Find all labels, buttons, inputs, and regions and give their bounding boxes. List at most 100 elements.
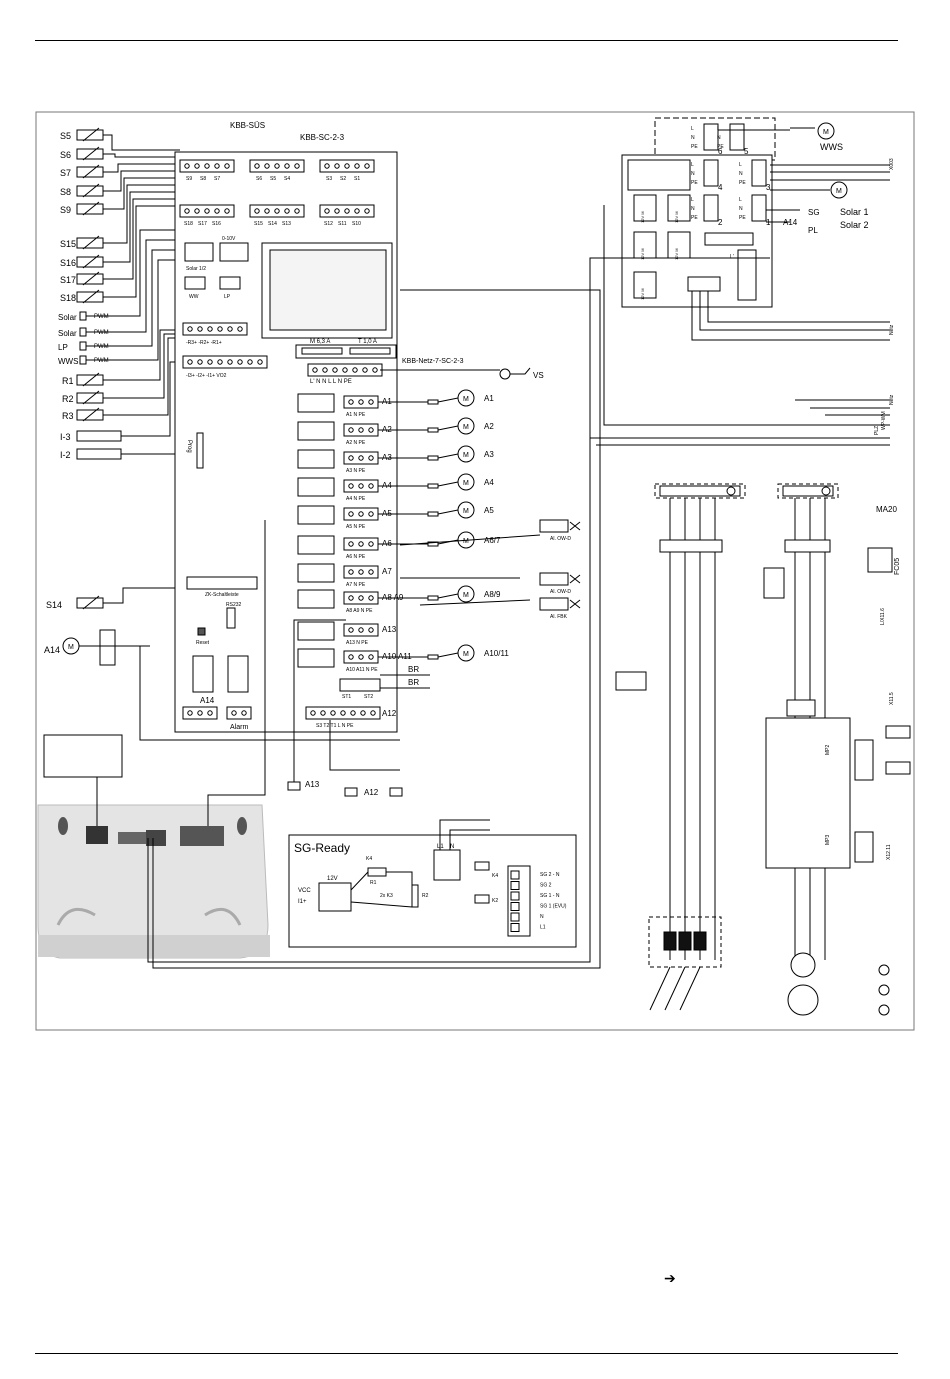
terminal-screw xyxy=(254,163,260,169)
sensor-slash xyxy=(82,289,100,304)
mid-terminal-label: S15 xyxy=(254,221,263,227)
ma20-label: MA20 xyxy=(876,505,897,514)
terminal-number: 2 xyxy=(718,218,723,227)
sensor-label: S5 xyxy=(60,131,71,141)
solar-motor-icon xyxy=(830,181,848,199)
pl-label: PL xyxy=(808,226,818,235)
actuator-wire xyxy=(378,652,459,658)
sensor-slash xyxy=(82,146,100,161)
sensor-label: S17 xyxy=(60,275,76,285)
top-terminal-label: S4 xyxy=(284,176,290,182)
st-pin-label: ST2 xyxy=(364,694,373,700)
terminal-screw xyxy=(368,399,374,405)
ww-label: WW xyxy=(189,294,199,300)
terminal-number: 5 xyxy=(744,147,749,156)
terminal-screw xyxy=(184,208,190,214)
actuator-wire xyxy=(378,425,459,431)
sensor-label: S16 xyxy=(60,258,76,268)
input-switch-icon xyxy=(76,448,122,460)
connector-icon xyxy=(427,399,439,405)
lnpe-pin-label: L xyxy=(691,126,694,132)
sensor-label: S18 xyxy=(60,293,76,303)
motor-letter: M xyxy=(823,129,829,136)
a12-wire xyxy=(329,720,400,771)
valve-label: Al. OW-D xyxy=(550,536,571,542)
fuse-block xyxy=(693,931,707,951)
lamp-icon xyxy=(499,368,511,380)
terminal-screw xyxy=(348,483,354,489)
relay-slot xyxy=(297,621,335,641)
sensor-wire xyxy=(103,184,180,244)
a14-wire xyxy=(79,629,400,741)
connector-icon xyxy=(427,654,439,660)
v010-label: 0-10V xyxy=(222,236,236,242)
rj45-port-icon xyxy=(86,826,108,844)
sg-k4b-label: K4 xyxy=(492,873,498,879)
terminal-screw xyxy=(197,359,203,365)
fuse-block xyxy=(663,931,677,951)
pwm-connector-icon xyxy=(79,355,87,365)
contactor-b xyxy=(784,539,831,553)
lnpe-terminal xyxy=(751,194,767,222)
pwm-label: WWS xyxy=(58,357,78,366)
actuator-block-label: A13 xyxy=(382,625,397,634)
terminal-screw xyxy=(187,326,193,332)
sg-i1-label: I1+ xyxy=(298,899,307,905)
sensor-wire xyxy=(103,153,180,158)
terminal-number: 6 xyxy=(718,147,723,156)
terminal-screw xyxy=(194,208,200,214)
valve-label: Al. OW-D xyxy=(550,589,571,595)
actuator-pins-label: A5 N PE xyxy=(346,524,366,530)
terminal-screw xyxy=(214,163,220,169)
terminal-screw xyxy=(342,367,348,373)
housing-curve-right xyxy=(204,907,242,926)
actuator-device-label: A6/7 xyxy=(484,536,501,545)
terminal-screw xyxy=(264,208,270,214)
fuse-label: M 6,3 A xyxy=(310,339,330,345)
lnpe-pin-label: L xyxy=(717,126,720,132)
r-pins-label: -R3+ -R2+ -R1+ xyxy=(186,340,222,346)
a14-left-label: A14 xyxy=(44,645,60,655)
earth-symbol-icon xyxy=(878,984,890,996)
terminal-screw xyxy=(368,654,374,660)
netz-pins-label: L' N N L L N PE xyxy=(310,379,352,385)
reset-button xyxy=(197,627,206,636)
top-terminal-label: S6 xyxy=(256,176,262,182)
actuator-pins-label: A6 N PE xyxy=(346,554,366,560)
lnpe-pin-label: N xyxy=(739,206,743,212)
sensor-wire xyxy=(103,170,180,192)
right-netz-wire xyxy=(691,291,890,341)
ww-terminal xyxy=(184,276,206,290)
kbb-netz-label: KBB-Netz-7-SC-2-3 xyxy=(402,358,464,365)
rotated-label: Netz xyxy=(889,394,895,405)
lnpe-terminal xyxy=(703,194,719,222)
lnpe-pin-label: N xyxy=(717,135,721,141)
kbb-sus-label: KBB-SÜS xyxy=(230,121,265,130)
left-phase-wire xyxy=(669,498,716,960)
sg-12v-label: 12V xyxy=(327,876,338,882)
terminal-screw xyxy=(322,367,328,373)
terminal-screw xyxy=(348,455,354,461)
sg-vcc-label: VCC xyxy=(298,888,311,894)
terminal-screw xyxy=(350,710,356,716)
terminal-screw xyxy=(254,208,260,214)
a14-board-label: A14 xyxy=(200,696,215,705)
v12m-label: 12V M xyxy=(640,211,645,223)
terminal-screw xyxy=(362,367,368,373)
lprime-terminal xyxy=(737,249,757,301)
relay-slot xyxy=(297,393,335,413)
sg-12v-block xyxy=(318,882,352,912)
right-bus-dashed xyxy=(777,483,839,499)
header-rule xyxy=(35,40,898,41)
actuator-device-label: A5 xyxy=(484,506,494,515)
i-pins-label: -I3+ -I2+ -I1+ VO2 xyxy=(186,373,227,379)
terminal-screw xyxy=(368,455,374,461)
terminal-screw xyxy=(358,511,364,517)
actuator-wire xyxy=(378,509,459,515)
connector-b xyxy=(146,830,166,846)
connector-icon xyxy=(427,595,439,601)
mid-terminal-label: S11 xyxy=(338,221,347,227)
display-box xyxy=(43,734,123,778)
v12m-block xyxy=(633,194,657,222)
